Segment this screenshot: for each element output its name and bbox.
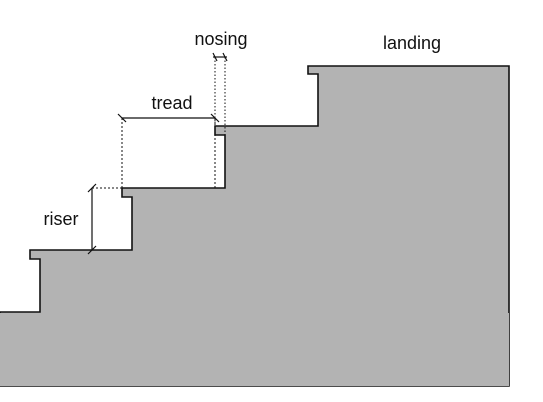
tread-tick-left [117,113,127,123]
nosing-label: nosing [194,29,247,49]
landing-label: landing [383,33,441,53]
riser-tick-top [87,183,97,193]
riser-label: riser [44,209,79,229]
tread-label: tread [151,93,192,113]
stair-bottom-mask [0,313,509,386]
nosing-tick-right [222,52,228,62]
nosing-tick-left [212,52,218,62]
riser-tick-bottom [87,245,97,255]
